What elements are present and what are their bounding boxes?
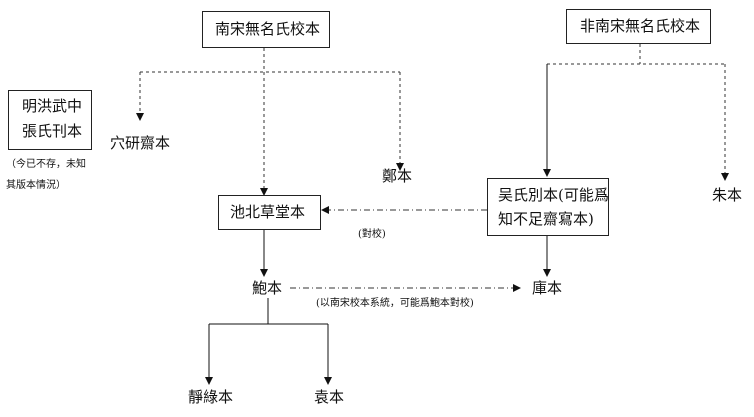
dashed-links-nansong <box>136 48 404 196</box>
node-yuan: 袁本 <box>314 388 345 406</box>
node-fei-nansong: 非南宋無名氏校本 <box>566 9 711 44</box>
node-nansong-label: 南宋無名氏校本 <box>215 20 321 38</box>
label-duizhao: (對校) <box>358 229 386 240</box>
label-bao-ku-note: (以南宋校本系統，可能爲鮑本對校) <box>316 298 474 309</box>
node-bao: 鮑本 <box>252 279 283 297</box>
note-ming-line2: 其版本情況） <box>6 180 66 191</box>
solid-links-bao-children <box>205 298 332 385</box>
node-zheng: 鄭本 <box>382 167 413 185</box>
node-chibei-label: 池北草堂本 <box>230 203 306 221</box>
dashed-links-feinansong <box>547 44 729 181</box>
node-fei-nansong-label: 非南宋無名氏校本 <box>580 17 701 35</box>
node-xueyan: 穴研齋本 <box>110 134 171 152</box>
node-nansong: 南宋無名氏校本 <box>202 11 330 48</box>
node-jinglu: 靜綠本 <box>188 388 234 406</box>
node-ming: 明洪武中 張氏刊本 <box>8 90 92 150</box>
node-wushi-line1: 吴氏別本(可能爲 <box>498 186 609 204</box>
note-ming-line1: （今已不存，未知 <box>6 159 86 170</box>
node-wushi-line2: 知不足齋寫本) <box>498 210 594 228</box>
node-zhu: 朱本 <box>712 186 743 204</box>
node-wushi: 吴氏別本(可能爲 知不足齋寫本) <box>487 178 609 236</box>
node-chibei: 池北草堂本 <box>218 195 321 230</box>
node-ku: 庫本 <box>532 279 563 297</box>
node-ming-line2: 張氏刊本 <box>22 122 83 140</box>
node-ming-line1: 明洪武中 <box>22 97 83 115</box>
